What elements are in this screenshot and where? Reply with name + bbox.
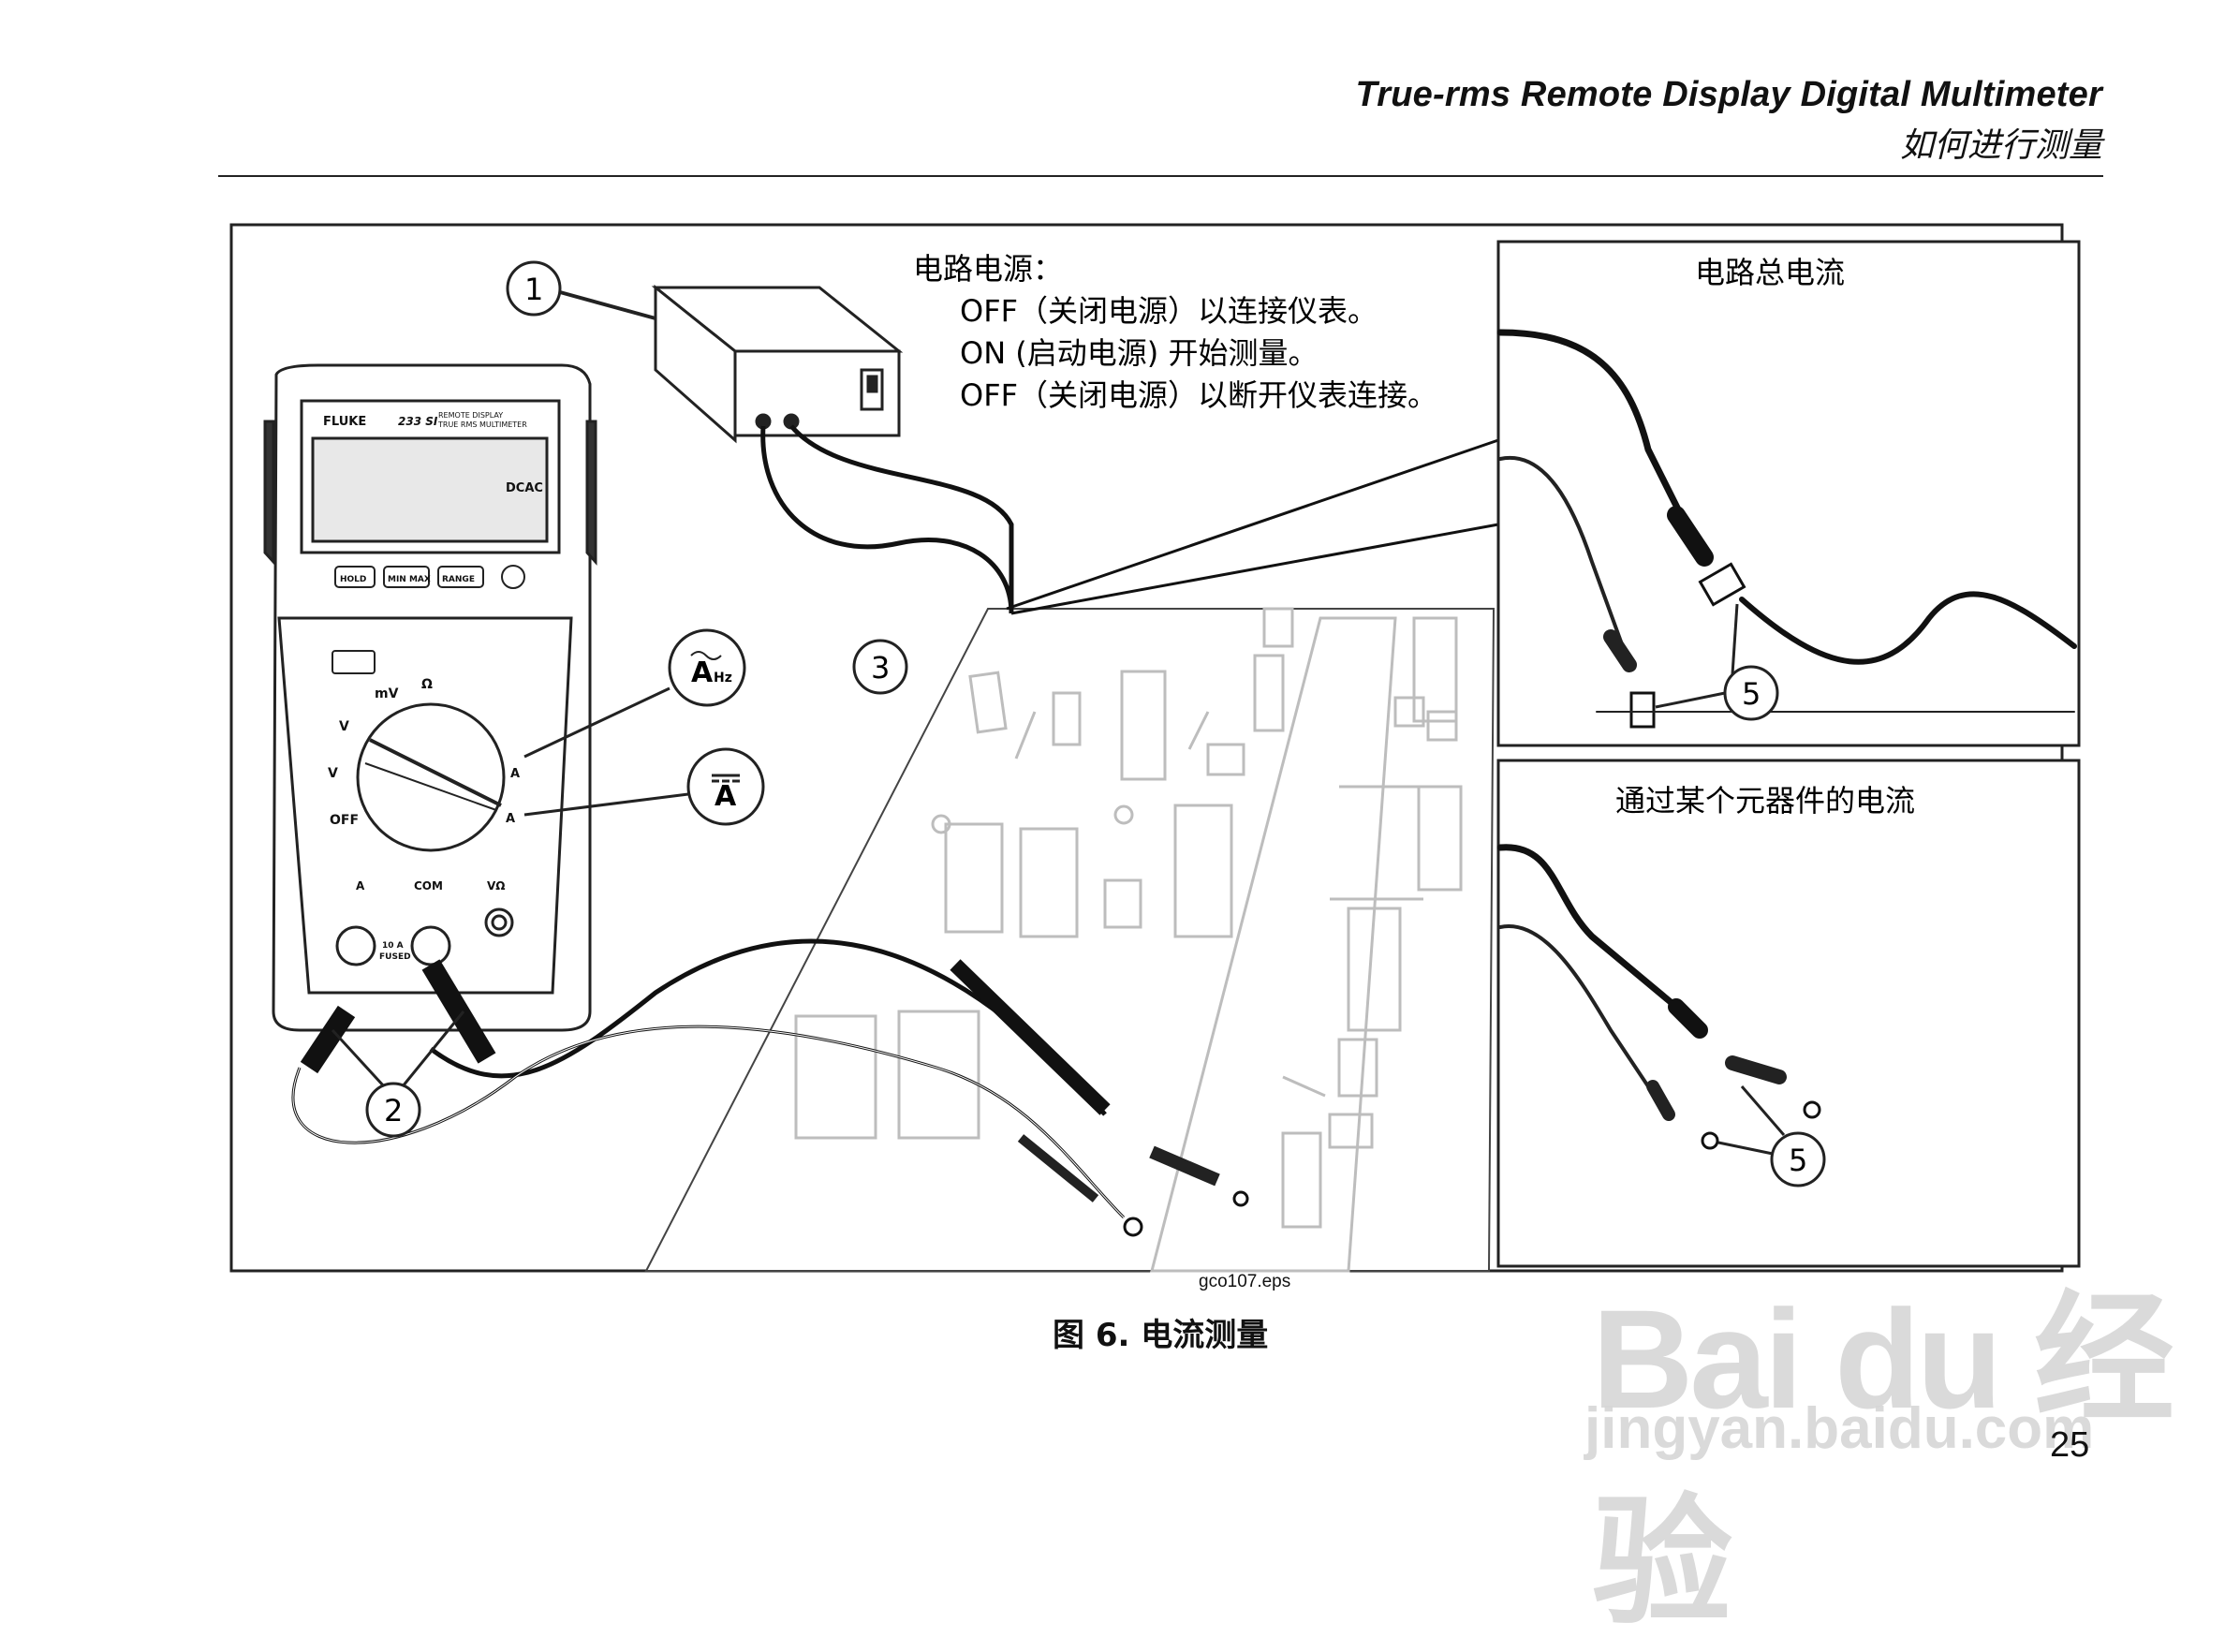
dial-label-mv: mV: [375, 686, 399, 701]
jack-label-vohm: VΩ: [487, 879, 506, 892]
inset-total-callout-5-label: 5: [1742, 676, 1761, 712]
jack-label-a: A: [356, 879, 365, 892]
callout-3-label: 3: [871, 650, 890, 686]
meter-display-text: DCAC: [506, 481, 543, 495]
watermark-url: jingyan.baidu.com: [1584, 1396, 2095, 1461]
dial-label-vdc: V: [339, 719, 349, 734]
test-leads: [291, 938, 1249, 1237]
callout-1-label: 1: [524, 272, 543, 307]
inset-component-current: [1496, 759, 2081, 1268]
inset-total-callout-5: [1655, 603, 1779, 721]
page-number: 25: [2050, 1425, 2090, 1465]
hold-button-label: HOLD: [340, 575, 366, 584]
inset-total-current: [1496, 240, 2081, 747]
dc-line-icon: [712, 774, 740, 783]
multimeter: [263, 363, 597, 1074]
inset-component-leads: [1496, 844, 1821, 1150]
inset-component-callout-5-label: 5: [1789, 1143, 1807, 1178]
meter-model: 233 SI: [398, 415, 438, 428]
inset-component-current-title: 通过某个元器件的电流: [1615, 783, 1915, 819]
ac-amps-symbol: [523, 628, 746, 759]
inset-total-leads: [1496, 329, 2077, 729]
callout-3: [852, 639, 908, 695]
multimeter-labels: FLUKE 233 SI REMOTE DISPLAY TRUE RMS MUL…: [323, 411, 543, 962]
header-subtitle: 如何进行测量: [1899, 126, 2102, 165]
dc-amps-symbol-label: A: [715, 780, 737, 813]
inset-total-current-title: 电路总电流: [1695, 255, 1845, 290]
fuse-label-1: 10 A: [382, 941, 404, 951]
dial-label-ohm: Ω: [421, 677, 433, 692]
callout-2-label: 2: [384, 1093, 403, 1128]
power-supply: [651, 284, 904, 444]
range-button-label: RANGE: [442, 575, 475, 584]
pointer-lines: [1006, 438, 1499, 615]
ac-wave-icon: [690, 651, 722, 660]
meter-model-desc-1: REMOTE DISPLAY: [438, 411, 503, 420]
inset-component-callout-5: [1717, 1085, 1826, 1187]
ac-amps-hz-label: Hz: [714, 671, 732, 686]
dial-label-off: OFF: [330, 813, 359, 828]
dial-label-vac: V: [328, 766, 338, 781]
header-divider: [218, 175, 2103, 177]
current-measurement-figure: FLUKE 233 SI REMOTE DISPLAY TRUE RMS MUL…: [229, 223, 2081, 1273]
dial-label-a-dc: A: [506, 812, 515, 826]
circuit-board: [644, 607, 1496, 1273]
callout-2: [331, 1010, 465, 1138]
fuse-label-2: FUSED: [379, 952, 411, 962]
jack-label-com: COM: [414, 879, 443, 892]
header-title: True-rms Remote Display Digital Multimet…: [1355, 75, 2102, 114]
instruction-line-1: OFF（关闭电源）以连接仪表。: [960, 293, 1378, 329]
meter-brand: FLUKE: [323, 415, 366, 429]
callout-1: [506, 260, 656, 320]
meter-model-desc-2: TRUE RMS MULTIMETER: [437, 420, 527, 429]
supply-leads: [760, 424, 1014, 614]
minmax-button-label: MIN MAX: [388, 575, 431, 584]
instruction-line-3: OFF（关闭电源）以断开仪表连接。: [960, 377, 1437, 413]
dial-label-a-ac: A: [510, 767, 520, 781]
figure-caption: 图 6. 电流测量: [1053, 1317, 1269, 1354]
instruction-line-2: ON (启动电源) 开始测量。: [960, 335, 1318, 371]
ac-amps-symbol-label: A: [691, 656, 714, 689]
instructions-heading: 电路电源：: [913, 251, 1063, 287]
dc-amps-symbol: [523, 747, 765, 826]
figure-file-label: gco107.eps: [1199, 1272, 1291, 1291]
